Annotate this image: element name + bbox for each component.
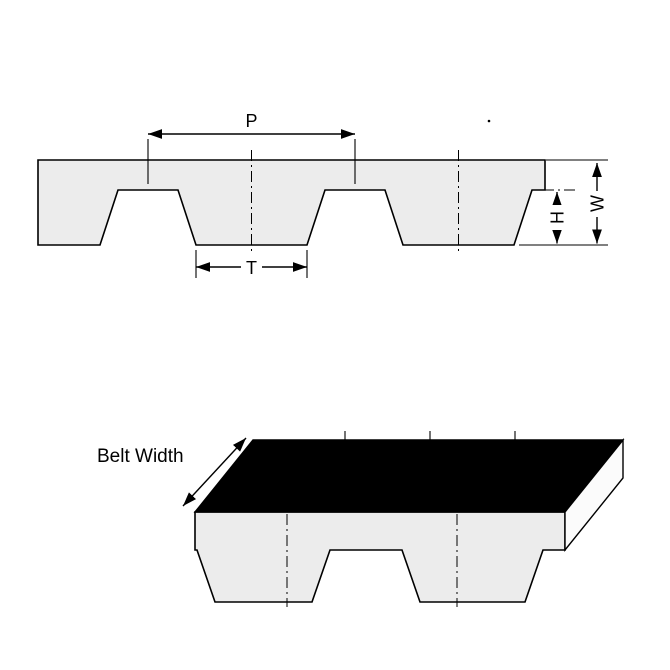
isometric-view: Belt Width [97,431,625,607]
belt-width-label: Belt Width [97,446,184,467]
height-label: H [548,211,568,224]
cross-section-view: P T H W [37,111,608,278]
tooth-width-label: T [246,258,257,278]
belt-3d-end-face [564,438,624,552]
height-label-mask [548,205,566,230]
belt-3d-front-face [194,511,566,603]
belt-profile [37,159,546,246]
stray-dot [487,119,491,123]
belt-3d-top-face [193,439,625,513]
tooth-width-label-mask [241,256,262,277]
width-label: W [588,195,608,212]
width-label-mask [587,191,607,217]
pitch-label: P [245,111,257,131]
belt-width-arrow [182,437,247,507]
